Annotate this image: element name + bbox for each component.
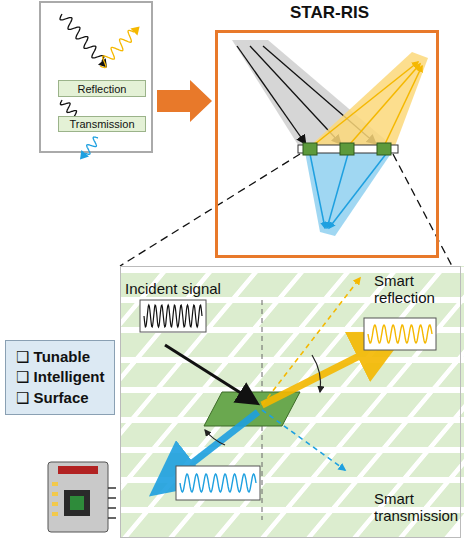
node-text: ❑ Intelligent: [16, 367, 104, 387]
waveform: [96, 29, 137, 70]
label-bar: Transmission: [58, 116, 146, 132]
waveform: [368, 325, 432, 343]
node-text: ❑ Tunable: [16, 347, 104, 367]
icon-panel: [40, 2, 152, 152]
waveform: [144, 305, 202, 327]
arrowhead: [98, 58, 111, 71]
node-text: ❑ Surface: [16, 388, 104, 408]
feature-list: ❑ Tunable❑ Intelligent❑ Surface: [5, 340, 115, 415]
big-arrow: [157, 80, 212, 122]
label-bar: Reflection: [58, 80, 146, 97]
arrowhead: [76, 150, 89, 163]
node-text: Transmission: [70, 118, 135, 130]
panel-title: STAR-RIS: [290, 3, 369, 23]
signal-label: Incident signal: [125, 280, 255, 297]
arrowhead: [130, 23, 143, 36]
signal-label: Smart reflection: [374, 272, 454, 307]
controller-board: [48, 462, 116, 532]
node-text: Reflection: [78, 83, 127, 95]
waveform: [180, 474, 256, 492]
waveform: [58, 11, 106, 65]
signal-label: Smart transmission: [374, 490, 458, 525]
waveform: [82, 135, 101, 155]
star-ris-panel: STAR-RIS: [215, 30, 439, 258]
